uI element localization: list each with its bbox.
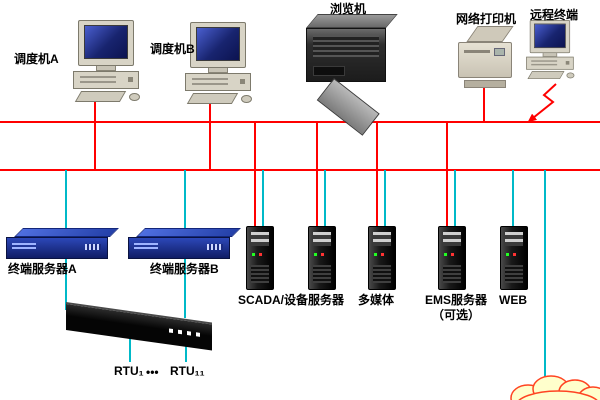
web-server-tower-icon [500, 226, 528, 290]
desk-row [182, 93, 252, 104]
desktop-case [526, 56, 574, 70]
mouse-icon [129, 93, 140, 101]
mouse-icon [241, 95, 252, 103]
crt-screen [196, 27, 240, 61]
label-dispatcher-b: 调度机B [150, 42, 195, 56]
crt-screen [84, 25, 128, 59]
crt-monitor [190, 22, 246, 68]
mouse-icon [566, 72, 575, 79]
remote-terminal-link-line [527, 83, 557, 123]
label-rtu-last: RTU₁₁ [170, 364, 205, 378]
printer-output-slot [464, 80, 506, 88]
printer-paper-tray [466, 26, 514, 42]
rack-front-face [6, 237, 108, 259]
device-server-tower-icon [308, 226, 336, 290]
desktop-case [185, 73, 251, 91]
printer-body [458, 42, 512, 78]
label-multimedia: 多媒体 [358, 293, 395, 307]
ipc-top-face [306, 14, 398, 28]
label-browser: 浏览机 [330, 2, 367, 16]
browser-machine-icon [296, 14, 398, 136]
indicator-dots [169, 328, 200, 337]
dispatcher-b-computer-icon [182, 22, 252, 104]
rack-top-face [14, 228, 119, 237]
label-scada-server: SCADA/设备服务器 [238, 293, 345, 307]
label-terminal-server-a: 终端服务器A [8, 262, 77, 276]
terminal-server-b-icon [128, 228, 241, 259]
desk-row [524, 71, 575, 80]
keyboard-icon [186, 93, 239, 104]
label-dispatcher-a: 调度机A [14, 52, 59, 66]
rack-top-face [136, 228, 241, 237]
server-led [314, 253, 317, 256]
monitor-stand [208, 68, 228, 73]
server-led [506, 253, 509, 256]
keyboard-icon [74, 91, 127, 102]
crt-screen [534, 23, 566, 49]
label-remote-terminal: 远程终端 [530, 8, 579, 22]
ems-server-tower-icon [438, 226, 466, 290]
multimedia-server-tower-icon [368, 226, 396, 290]
label-printer: 网络打印机 [456, 12, 517, 26]
label-ems-optional: （可选） [431, 308, 480, 322]
server-led [444, 253, 447, 256]
crt-monitor [78, 20, 134, 66]
keyboard-icon [527, 71, 565, 80]
monitor-stand [96, 66, 116, 71]
server-led [374, 253, 377, 256]
server-led [252, 253, 255, 256]
label-ems-server: EMS服务器 [424, 293, 487, 307]
dispatcher-a-computer-icon [70, 20, 140, 102]
network-cloud [510, 375, 600, 400]
label-rtu-first: RTU₁ [114, 364, 144, 378]
monitor-stand [542, 53, 558, 57]
label-rtu-ellipsis: ••• [146, 365, 159, 379]
scada-server-tower-icon [246, 226, 274, 290]
crt-monitor [529, 20, 571, 54]
network-printer-icon [456, 26, 514, 88]
label-web-server: WEB [499, 293, 527, 307]
label-terminal-server-b: 终端服务器B [150, 262, 219, 276]
rack-front-face [128, 237, 230, 259]
terminal-server-a-icon [6, 228, 119, 259]
desktop-case [73, 71, 139, 89]
remote-terminal-computer-icon [524, 20, 575, 80]
desk-row [70, 91, 140, 102]
ipc-front-face [306, 28, 386, 82]
